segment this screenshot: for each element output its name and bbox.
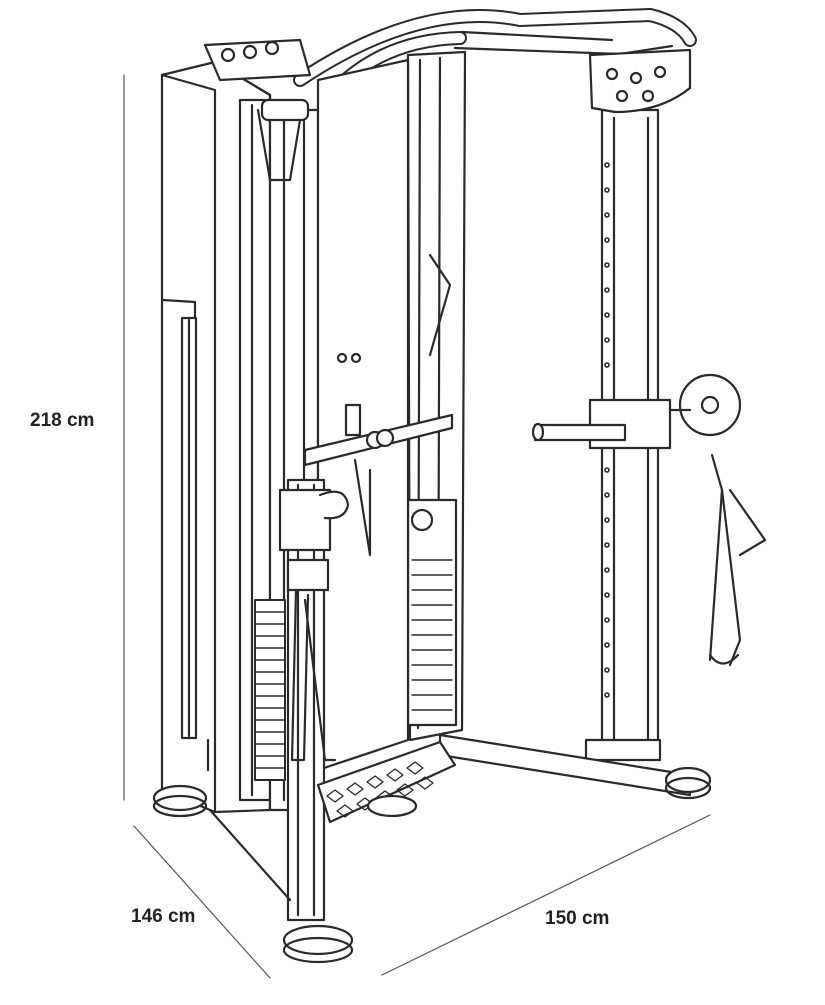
right-pulley xyxy=(678,373,742,437)
depth-label: 146 cm xyxy=(131,906,196,927)
width-dimension-line xyxy=(381,814,711,976)
top-left-pulley xyxy=(203,38,312,182)
width-label: 150 cm xyxy=(545,908,610,929)
front-crossbar xyxy=(303,413,454,467)
right-carriage xyxy=(531,373,767,667)
front-left-upright xyxy=(208,478,354,964)
height-label: 218 cm xyxy=(30,410,95,431)
footplate xyxy=(316,740,457,824)
side-storage-bar xyxy=(161,298,210,772)
front-left-foot xyxy=(282,924,354,956)
dimension-lines xyxy=(123,74,711,979)
depth-dimension-line xyxy=(133,825,271,979)
back-right-foot xyxy=(664,766,712,794)
left-weight-stack xyxy=(254,599,286,781)
center-tower xyxy=(406,498,458,727)
center-panel xyxy=(316,58,410,772)
left-back-foot xyxy=(152,784,208,812)
pin-holes xyxy=(604,162,610,698)
